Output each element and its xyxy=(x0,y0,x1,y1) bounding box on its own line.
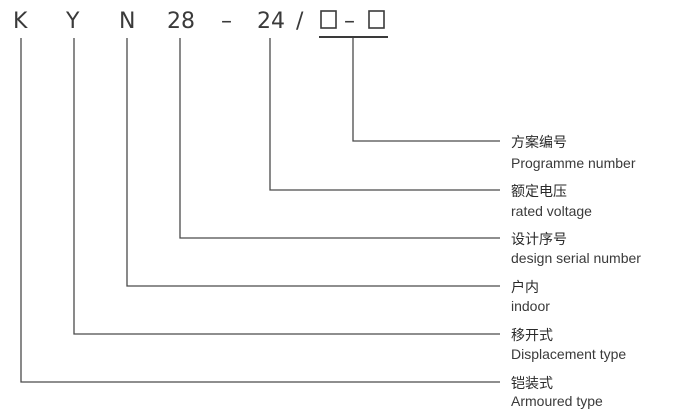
code-char-y: Y xyxy=(65,9,80,34)
placeholder-box-1-icon xyxy=(320,10,337,29)
label-programme-number-en: Programme number xyxy=(511,155,636,171)
leader-lines xyxy=(20,38,500,383)
label-displacement-type-en: Displacement type xyxy=(511,346,626,362)
label-design-serial-number-zh: 设计序号 xyxy=(511,232,567,248)
placeholder-box-2-icon xyxy=(368,10,385,29)
label-rated-voltage-en: rated voltage xyxy=(511,203,592,219)
code-char-28: 28 xyxy=(167,9,195,34)
code-char-dash-2: – xyxy=(344,9,355,34)
label-indoor-en: indoor xyxy=(511,298,550,314)
code-char-n: N xyxy=(119,9,135,34)
label-indoor-zh: 户内 xyxy=(511,279,539,296)
label-armoured-type-zh: 铠装式 xyxy=(511,376,553,392)
leader-indoor xyxy=(126,38,500,287)
label-design-serial-number-en: design serial number xyxy=(511,250,641,266)
label-armoured-type-en: Armoured type xyxy=(511,393,603,409)
field-labels: 方案编号 Programme number 额定电压 rated voltage… xyxy=(511,134,641,409)
leader-programme-number xyxy=(352,38,500,142)
label-displacement-type-zh: 移开式 xyxy=(511,328,553,344)
label-programme-number-zh: 方案编号 xyxy=(511,134,567,151)
code-char-k: K xyxy=(13,9,28,34)
model-code: K Y N 28 – 24 / – xyxy=(13,9,388,38)
leader-design-serial-number xyxy=(179,38,500,239)
code-char-24: 24 xyxy=(257,9,285,34)
leader-rated-voltage xyxy=(269,38,500,191)
code-char-dash-1: – xyxy=(221,9,232,34)
label-rated-voltage-zh: 额定电压 xyxy=(511,184,567,200)
leader-armoured-type xyxy=(20,38,500,383)
code-char-slash: / xyxy=(296,9,304,34)
leader-displacement-type xyxy=(73,38,500,335)
